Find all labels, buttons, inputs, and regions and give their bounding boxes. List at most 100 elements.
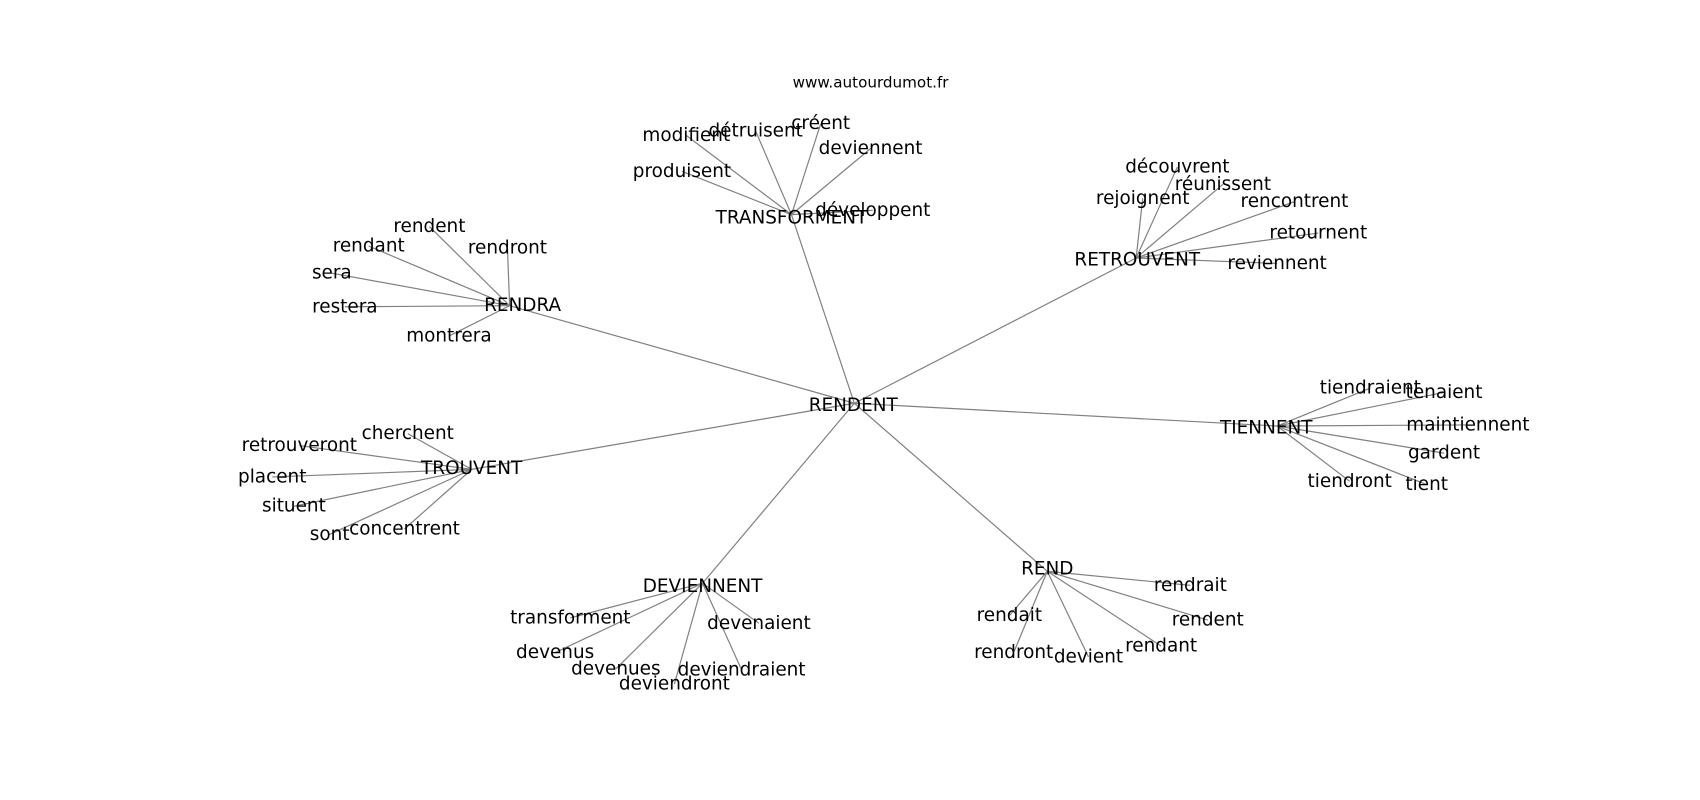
hub-node-label: DEVIENNENT	[643, 576, 763, 597]
leaf-node-label: tient	[1405, 474, 1448, 495]
edge-tiennent-leaf	[1276, 425, 1427, 486]
hub-node-label: REND	[1021, 559, 1073, 580]
leaf-node-label: rejoignent	[1096, 188, 1190, 209]
edge-center-trouvent	[471, 402, 855, 470]
leaf-node-label: rendait	[977, 605, 1042, 626]
leaf-node-label: gardent	[1408, 443, 1480, 464]
edge-rend-leaf	[1013, 571, 1048, 653]
leaf-node-label: devenues	[571, 658, 660, 679]
edge-rendra-leaf	[368, 245, 510, 307]
leaf-node-label: rendront	[468, 238, 547, 259]
leaf-node-label: deviennent	[819, 138, 923, 159]
leaf-node-label: montrera	[406, 326, 491, 347]
edge-deviennent-leaf	[673, 583, 704, 685]
leaf-node-label: tiendront	[1308, 471, 1392, 492]
leaf-node-label: rendent	[1172, 610, 1244, 631]
leaf-node-label: sera	[312, 263, 352, 284]
center-node-label: RENDENT	[809, 395, 899, 416]
leaf-node-label: devenaient	[707, 613, 811, 634]
leaf-node-label: réunissent	[1175, 174, 1271, 195]
edge-tiennent-leaf	[1276, 387, 1371, 427]
leaf-node-label: deviendront	[619, 674, 730, 695]
leaf-node-label: sont	[310, 524, 350, 545]
edge-transforment-leaf	[755, 130, 793, 215]
leaf-node-label: rendant	[1125, 636, 1197, 657]
leaf-node-label: tiendraient	[1320, 378, 1421, 399]
edge-center-rend	[853, 402, 1048, 572]
edge-center-rendra	[509, 305, 855, 404]
leaf-node-label: développent	[815, 200, 930, 221]
edge-trouvent-leaf	[299, 444, 472, 470]
edge-trouvent-leaf	[329, 468, 472, 535]
leaf-node-label: concentrent	[349, 518, 460, 539]
edge-trouvent-leaf	[293, 468, 472, 507]
leaf-node-label: restera	[312, 296, 377, 317]
edge-trouvent-leaf	[407, 433, 472, 470]
edge-rendra-leaf	[448, 305, 510, 337]
leaf-node-label: rendant	[333, 236, 405, 257]
leaf-node-label: deviendraient	[678, 659, 806, 680]
edge-deviennent-leaf	[702, 582, 760, 624]
source-title: www.autourdumot.fr	[793, 73, 950, 91]
leaf-node-label: devenus	[516, 642, 594, 663]
leaf-node-label: rendent	[393, 216, 465, 237]
edge-rend-leaf	[1047, 570, 1191, 586]
leaf-node-label: modifient	[642, 125, 730, 146]
edge-retrouvent-leaf	[1135, 183, 1224, 259]
leaf-node-label: rendront	[974, 642, 1053, 663]
leaf-node-label: cherchent	[362, 423, 454, 444]
leaf-node-label: maintiennent	[1406, 414, 1529, 435]
edge-retrouvent-leaf	[1136, 257, 1278, 265]
edge-center-tiennent	[854, 402, 1278, 427]
leaf-node-label: produisent	[633, 161, 731, 182]
edge-rend-leaf	[1046, 571, 1090, 658]
edge-deviennent-leaf	[702, 582, 743, 671]
edge-trouvent-leaf	[404, 468, 473, 530]
leaf-node-label: retrouveront	[242, 435, 357, 456]
hub-node-label: TROUVENT	[420, 458, 523, 479]
leaf-node-label: découvrent	[1125, 156, 1229, 177]
hub-node-label: RENDRA	[484, 295, 561, 316]
node-labels: RENDENT TRANSFORMENT modifientdétruisentcr…	[238, 113, 1529, 694]
edge-retrouvent-leaf	[1135, 166, 1178, 259]
edge-tiennent-leaf	[1277, 425, 1445, 454]
leaf-node-label: détruisent	[709, 121, 803, 142]
leaf-node-label: tenaient	[1406, 382, 1483, 403]
edge-rendra-leaf	[428, 226, 511, 307]
leaf-node-label: transforment	[510, 607, 630, 628]
edge-rendra-leaf	[331, 272, 510, 307]
edge-trouvent-leaf	[272, 468, 472, 478]
leaf-node-label: retournent	[1269, 223, 1367, 244]
edge-transforment-leaf	[681, 170, 792, 216]
leaf-node-label: créent	[791, 113, 850, 134]
edge-retrouvent-leaf	[1135, 198, 1144, 259]
leaf-node-label: placent	[238, 466, 306, 487]
edge-rend-leaf	[1047, 570, 1208, 621]
edge-deviennent-leaf	[615, 582, 703, 670]
edge-tiennent-leaf	[1276, 425, 1351, 482]
hub-node-label: TIENNENT	[1219, 418, 1313, 439]
hub-node-label: RETROUVENT	[1074, 250, 1200, 271]
leaf-node-label: rendrait	[1154, 575, 1227, 596]
edge-transforment-leaf	[791, 209, 873, 216]
edge-retrouvent-leaf	[1136, 232, 1319, 259]
edges	[272, 123, 1468, 685]
edge-retrouvent-leaf	[1135, 201, 1295, 259]
edge-transforment-leaf	[685, 135, 792, 216]
leaf-node-label: reviennent	[1227, 253, 1326, 274]
edge-deviennent-leaf	[554, 582, 703, 654]
edge-deviennent-leaf	[570, 582, 703, 619]
edge-rend-leaf	[1008, 570, 1048, 617]
edge-tiennent-leaf	[1277, 424, 1468, 427]
edge-transforment-leaf	[791, 148, 871, 216]
edge-center-retrouvent	[854, 257, 1137, 404]
edge-rendra-leaf	[344, 305, 510, 308]
leaf-node-label: situent	[262, 496, 326, 517]
leaf-node-label: rencontrent	[1241, 191, 1349, 212]
edge-rendra-leaf	[506, 248, 511, 306]
edge-transforment-leaf	[790, 123, 822, 215]
hub-node-label: TRANSFORMENT	[715, 207, 868, 228]
edge-tiennent-leaf	[1276, 391, 1445, 427]
edge-center-transforment	[790, 214, 855, 404]
